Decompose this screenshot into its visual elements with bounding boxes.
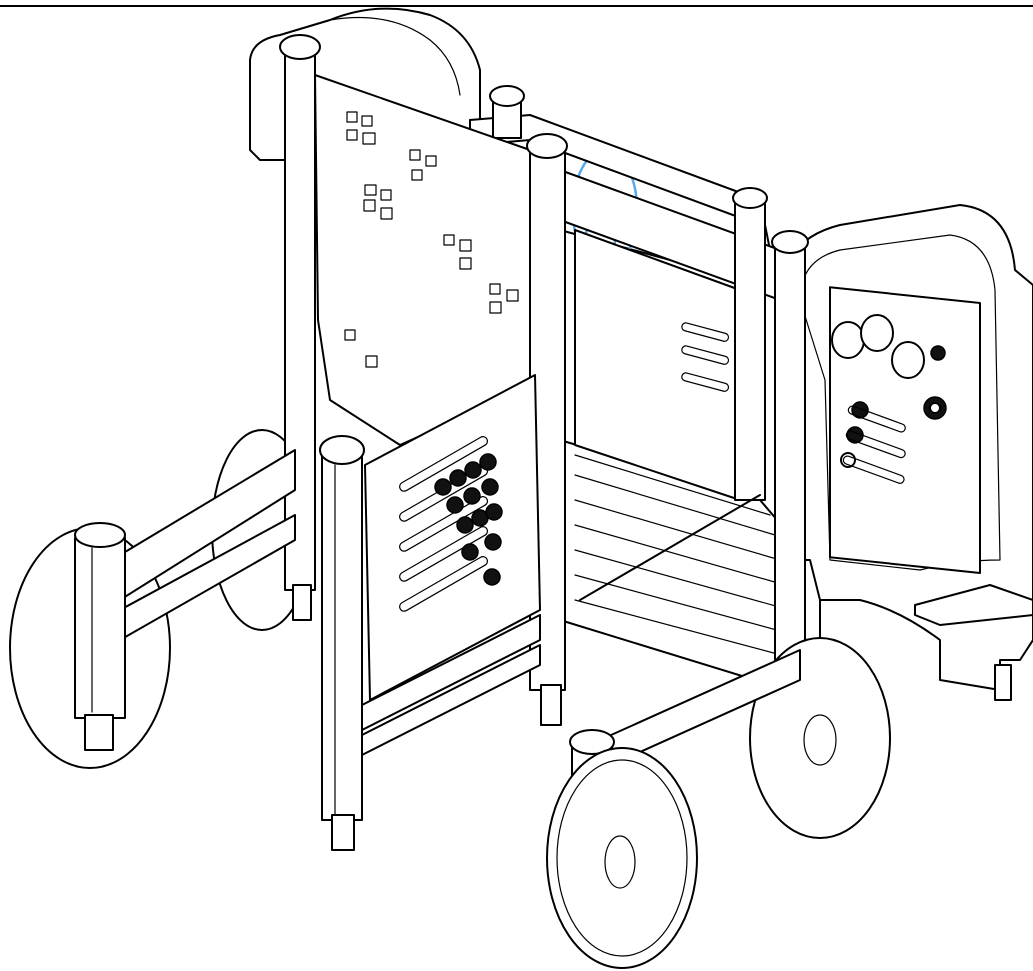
left-tall-post [279,34,321,621]
cab-leg [994,664,1012,701]
deck-slats [574,454,801,661]
shape-panel-squares [344,111,519,368]
front-wheel-small-rim [556,759,688,957]
front-wheel-small [546,747,698,969]
cab-sliders [842,405,906,484]
diagonal-floor-beam [579,494,761,601]
front-lower-rail-2 [361,644,541,756]
cab-knobs [840,345,947,468]
front-left-post [319,435,365,851]
front-lower-rail [361,614,541,731]
rear-cab-curve [329,16,461,96]
back-posts [489,85,809,666]
cab-gauges [831,314,925,379]
abacus-panel [364,374,541,701]
step [914,584,1033,626]
inner-wall-slots [681,322,730,392]
front-wheel-large-hub [803,714,837,766]
left-front-post [74,522,126,751]
front-wheel-small-hub [604,835,636,889]
front-wheel-large [749,637,891,839]
abacus-beads [434,453,503,586]
